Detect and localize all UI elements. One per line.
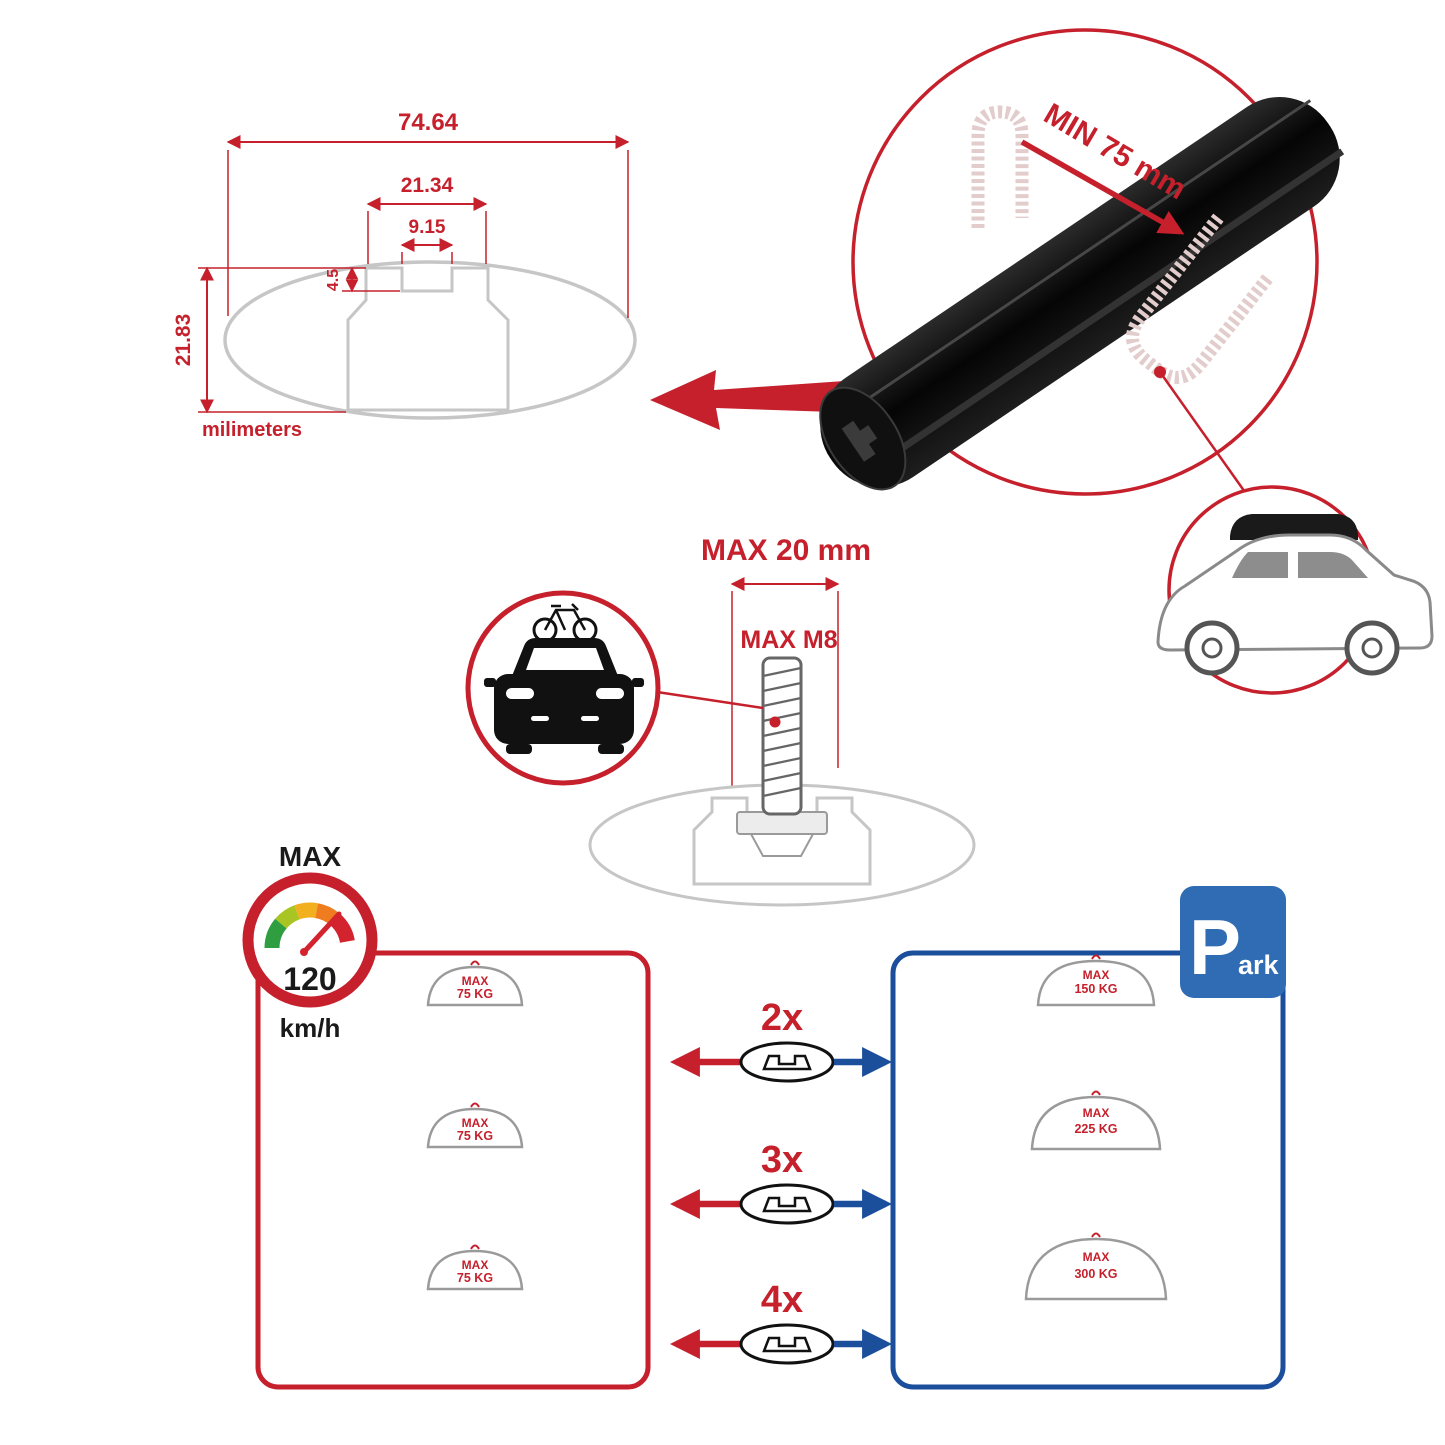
roof-box-hook-icon <box>1091 1090 1101 1096</box>
gauge-needle <box>301 911 342 955</box>
parked-car-row-1: MAX 150 KG <box>1036 954 1156 1007</box>
threaded-rod-left-icon <box>971 105 1029 228</box>
roof-box-hook-icon <box>1091 1232 1101 1238</box>
bolt-threads <box>762 666 802 798</box>
crossbar-profile-slot <box>762 1054 812 1071</box>
suv-window-front <box>1298 552 1368 578</box>
thread-pointer-dot <box>769 716 781 728</box>
roof-box-icon <box>1030 1095 1162 1151</box>
load-max-label: MAX <box>1083 1106 1110 1120</box>
load-value-label: 150 KG <box>1074 982 1117 996</box>
multiplier-row-1: 2x <box>670 997 892 1083</box>
gauge-needle-pivot <box>300 948 308 956</box>
roof-bag-hook-icon <box>470 1102 480 1108</box>
speed-max-label: MAX <box>279 841 342 872</box>
crossbar-profile-icon <box>739 1183 835 1225</box>
bolt-max-thread-label: MAX M8 <box>740 626 837 654</box>
dim-total-width: 74.64 <box>226 109 630 318</box>
parking-letter: P <box>1189 903 1241 991</box>
bolt-max-length-label: MAX 20 mm <box>701 534 871 567</box>
roof-bag-icon <box>426 1107 524 1149</box>
crossbar-dimension-diagram: 74.64 21.34 9.15 4.5 21.83 milimeters <box>172 109 637 441</box>
dim-slot-width: 9.15 <box>400 217 454 264</box>
parking-suffix: ark <box>1238 950 1280 980</box>
driving-car-row-1: MAX 75 KG <box>426 960 524 1007</box>
roof-box-icon <box>1024 1237 1168 1301</box>
suv-body <box>1156 533 1434 652</box>
crossbar-3d-bar <box>819 97 1345 491</box>
crossbar-tslot-profile <box>346 266 510 412</box>
multiplier-label: 3x <box>761 1139 803 1181</box>
load-max-label: MAX <box>1083 1250 1110 1264</box>
car-front-icon <box>484 638 644 754</box>
crossbar-detail-circle: MIN 75 mm <box>819 28 1345 503</box>
gauge-arc-yellow <box>294 902 318 920</box>
suv-window-rear <box>1232 552 1288 578</box>
bolt-dimension-diagram: MAX 20 mm MAX M8 <box>588 534 976 907</box>
callout-line <box>1158 371 1254 503</box>
parked-load-panel: MAX 150 KG MAX 225 KG MAX 300 KG <box>890 950 1286 1390</box>
crossbar-profile-icon <box>739 1041 835 1083</box>
driving-car-row-2: MAX 75 KG <box>426 1102 524 1149</box>
speed-unit-label: km/h <box>280 1013 341 1043</box>
load-value-label: 75 KG <box>457 1129 493 1143</box>
speed-value-label: 120 <box>283 961 336 997</box>
unit-label: milimeters <box>202 419 302 441</box>
load-max-label: MAX <box>1083 968 1110 982</box>
parked-car-row-2: MAX 225 KG <box>1030 1090 1162 1151</box>
roof-bag-hook-icon <box>470 960 480 966</box>
gauge-arc-orange <box>314 903 340 925</box>
multiplier-label: 2x <box>761 997 803 1039</box>
parked-panel-border <box>890 950 1286 1390</box>
parking-icon <box>1180 886 1286 998</box>
load-value-label: 75 KG <box>457 987 493 1001</box>
dim-total-width-label: 74.64 <box>398 109 459 136</box>
roof-bag-icon <box>426 1249 524 1291</box>
multiplier-row-2: 3x <box>670 1139 892 1225</box>
dim-height: 21.83 <box>172 266 346 414</box>
dim-upper-width-label: 21.34 <box>401 174 454 197</box>
parked-car-row-3: MAX 300 KG <box>1024 1232 1168 1301</box>
detail-pointer-arrow <box>650 370 892 430</box>
roof-bag-hook-icon <box>470 1244 480 1250</box>
load-value-label: 225 KG <box>1074 1122 1117 1136</box>
load-max-label: MAX <box>462 974 489 988</box>
driving-load-panel: MAX 75 KG MAX 75 KG MAX 75 KG <box>255 950 651 1390</box>
bike-car-connector <box>656 690 764 710</box>
dim-height-label: 21.83 <box>172 314 195 367</box>
bolt-shaft <box>761 656 803 816</box>
tnut-base <box>749 833 815 857</box>
bike-car-circle <box>465 590 764 786</box>
multiplier-row-3: 4x <box>670 1279 892 1365</box>
load-max-label: MAX <box>462 1116 489 1130</box>
suv-roofbox-circle <box>1156 485 1434 695</box>
multiplier-label: 4x <box>761 1279 803 1321</box>
gauge-arc-green <box>264 918 287 949</box>
speedometer-icon <box>242 872 378 1008</box>
load-max-label: MAX <box>462 1258 489 1272</box>
load-value-label: 300 KG <box>1074 1267 1117 1281</box>
threaded-rod-right-icon <box>1126 213 1275 384</box>
roof-bag-icon <box>426 965 524 1007</box>
dim-slot-depth-label: 4.5 <box>325 269 342 291</box>
suv-wheel-front-hub <box>1361 637 1383 659</box>
dim-slot-width-label: 9.15 <box>409 217 446 238</box>
crossbar-profile-icon <box>739 1323 835 1365</box>
driving-car-row-3: MAX 75 KG <box>426 1244 524 1291</box>
roof-box-hook-icon <box>1091 954 1101 960</box>
dim-upper-width: 21.34 <box>366 174 488 264</box>
speed-limit-gauge: MAX 120 km/h <box>242 841 378 1043</box>
crossbar-profile-slot <box>762 1336 812 1353</box>
driving-panel-border <box>255 950 651 1390</box>
suv-wheel-rear-hub <box>1201 637 1223 659</box>
parking-sign: P ark <box>1180 886 1286 998</box>
load-value-label: 75 KG <box>457 1271 493 1285</box>
roof-box-icon <box>1036 959 1156 1007</box>
gauge-arc-yellowgreen <box>275 905 301 929</box>
crossbar-profile-slot <box>762 1196 812 1213</box>
dim-slot-depth: 4.5 <box>325 266 400 293</box>
multiplier-column: 2x 3x 4x <box>670 997 892 1365</box>
